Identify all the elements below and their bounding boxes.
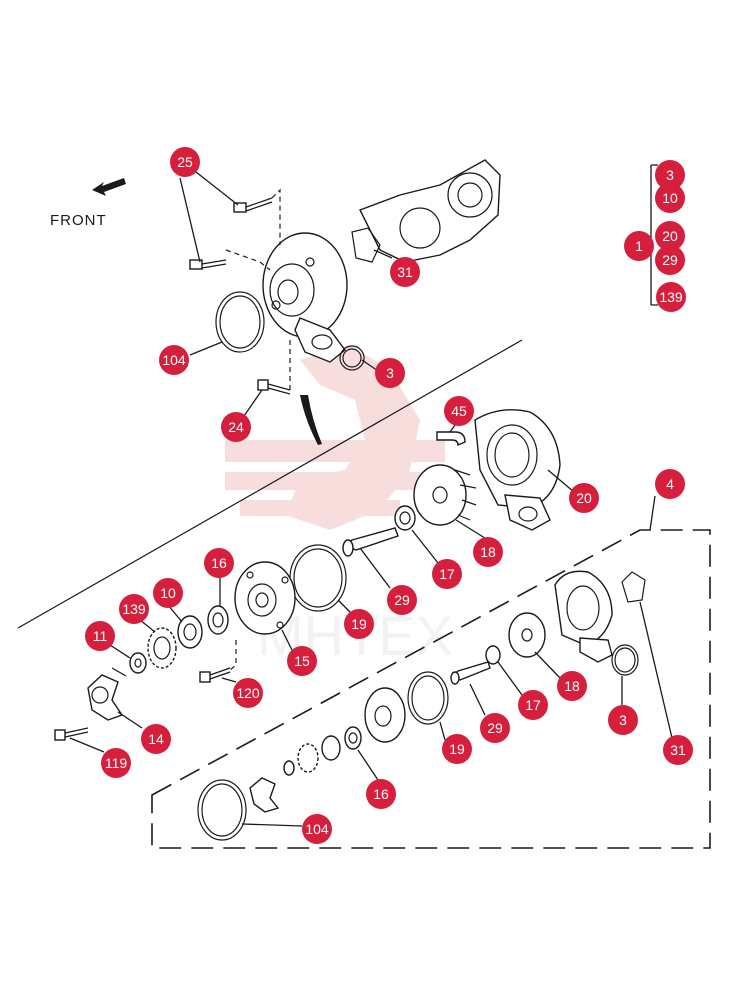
svg-text:18: 18 bbox=[480, 544, 496, 560]
svg-text:16: 16 bbox=[373, 786, 389, 802]
callout-119: 119 bbox=[101, 748, 131, 778]
subassembly-box bbox=[151, 529, 711, 849]
svg-text:139: 139 bbox=[122, 601, 146, 617]
callout-104-lower: 104 bbox=[302, 814, 332, 844]
callout-1: 1 bbox=[624, 231, 654, 261]
callout-17-lower: 17 bbox=[518, 690, 548, 720]
callout-18-lower: 18 bbox=[557, 671, 587, 701]
svg-text:19: 19 bbox=[351, 616, 367, 632]
callout-29-lower: 29 bbox=[480, 713, 510, 743]
callout-17-upper: 17 bbox=[432, 559, 462, 589]
svg-text:29: 29 bbox=[662, 252, 678, 268]
leader-lines bbox=[69, 164, 673, 827]
svg-text:15: 15 bbox=[294, 653, 310, 669]
svg-text:3: 3 bbox=[619, 712, 627, 728]
svg-text:16: 16 bbox=[211, 555, 227, 571]
svg-text:1: 1 bbox=[635, 238, 643, 254]
svg-text:29: 29 bbox=[394, 592, 410, 608]
callout-16-lower: 16 bbox=[366, 779, 396, 809]
svg-text:10: 10 bbox=[662, 190, 678, 206]
callout-11: 11 bbox=[85, 621, 115, 651]
front-label: FRONT bbox=[50, 212, 107, 229]
callout-29-upper: 29 bbox=[387, 585, 417, 615]
svg-text:11: 11 bbox=[93, 628, 108, 644]
svg-text:17: 17 bbox=[439, 566, 455, 582]
callout-31-lower: 31 bbox=[663, 735, 693, 765]
svg-text:31: 31 bbox=[397, 264, 413, 280]
svg-text:20: 20 bbox=[576, 490, 592, 506]
svg-text:3: 3 bbox=[386, 365, 394, 381]
exploded-parts-upper bbox=[54, 409, 561, 741]
svg-text:4: 4 bbox=[666, 476, 674, 492]
svg-text:24: 24 bbox=[228, 419, 244, 435]
svg-text:3: 3 bbox=[666, 167, 674, 183]
callout-120: 120 bbox=[233, 678, 263, 708]
callout-29-legend: 29 bbox=[655, 245, 685, 275]
svg-text:104: 104 bbox=[305, 821, 329, 837]
svg-text:31: 31 bbox=[670, 742, 686, 758]
callout-19-lower: 19 bbox=[442, 734, 472, 764]
svg-text:25: 25 bbox=[177, 154, 193, 170]
callout-139: 139 bbox=[119, 594, 149, 624]
callout-18-upper: 18 bbox=[473, 537, 503, 567]
callout-4: 4 bbox=[655, 469, 685, 499]
callout-19-upper: 19 bbox=[344, 609, 374, 639]
svg-text:18: 18 bbox=[564, 678, 580, 694]
callout-20-legend: 20 bbox=[655, 221, 685, 251]
callout-20: 20 bbox=[569, 483, 599, 513]
svg-text:19: 19 bbox=[449, 741, 465, 757]
section-divider bbox=[17, 339, 523, 629]
callout-3-lower: 3 bbox=[608, 705, 638, 735]
callout-15: 15 bbox=[287, 646, 317, 676]
front-arrow-icon bbox=[92, 178, 126, 196]
callout-139-legend: 139 bbox=[656, 282, 686, 312]
svg-text:139: 139 bbox=[659, 289, 683, 305]
svg-text:104: 104 bbox=[162, 352, 186, 368]
callout-10: 10 bbox=[153, 578, 183, 608]
callout-14: 14 bbox=[141, 724, 171, 754]
callout-16-upper: 16 bbox=[204, 548, 234, 578]
callout-3-legend: 3 bbox=[655, 160, 685, 190]
callout-45: 45 bbox=[444, 396, 474, 426]
callout-31-upper: 31 bbox=[390, 257, 420, 287]
svg-text:20: 20 bbox=[662, 228, 678, 244]
svg-text:45: 45 bbox=[451, 403, 467, 419]
svg-text:14: 14 bbox=[148, 731, 164, 747]
callout-25: 25 bbox=[170, 147, 200, 177]
svg-text:17: 17 bbox=[525, 697, 541, 713]
callout-10-legend: 10 bbox=[655, 183, 685, 213]
exploded-parts-lower bbox=[197, 570, 646, 841]
svg-text:119: 119 bbox=[105, 755, 128, 771]
svg-text:29: 29 bbox=[487, 720, 503, 736]
svg-text:10: 10 bbox=[160, 585, 176, 601]
callout-3-upper: 3 bbox=[375, 358, 405, 388]
callout-group: 1 3 10 20 29 139 25 31 104 3 24 45 20 4 … bbox=[85, 147, 693, 844]
callout-24: 24 bbox=[221, 412, 251, 442]
svg-text:120: 120 bbox=[236, 685, 260, 701]
callout-104-upper: 104 bbox=[159, 345, 189, 375]
pump-assembly-upper bbox=[189, 159, 501, 445]
